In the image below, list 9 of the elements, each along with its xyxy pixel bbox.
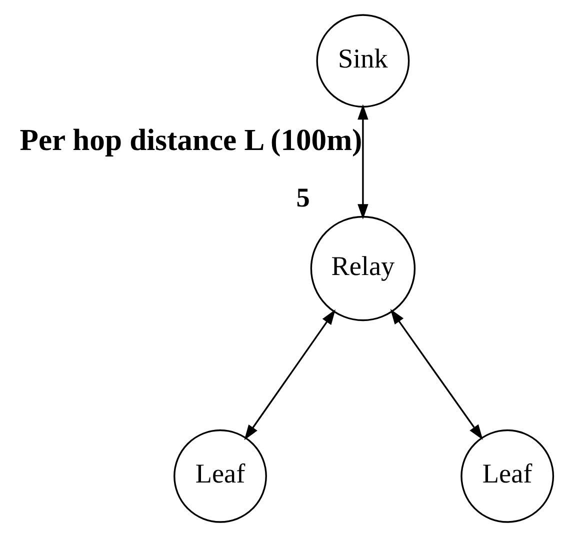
- node-label: 5: [296, 182, 310, 213]
- arrow: [390, 308, 482, 440]
- node-circle: Leaf: [460, 429, 554, 523]
- node-circle: Relay: [310, 216, 416, 322]
- edge-label: Per hop distance L (100m): [19, 122, 362, 157]
- arrow: [357, 104, 368, 220]
- node-circle: Leaf: [173, 429, 266, 523]
- node-circle: Sink: [316, 14, 410, 108]
- arrow: [244, 309, 336, 440]
